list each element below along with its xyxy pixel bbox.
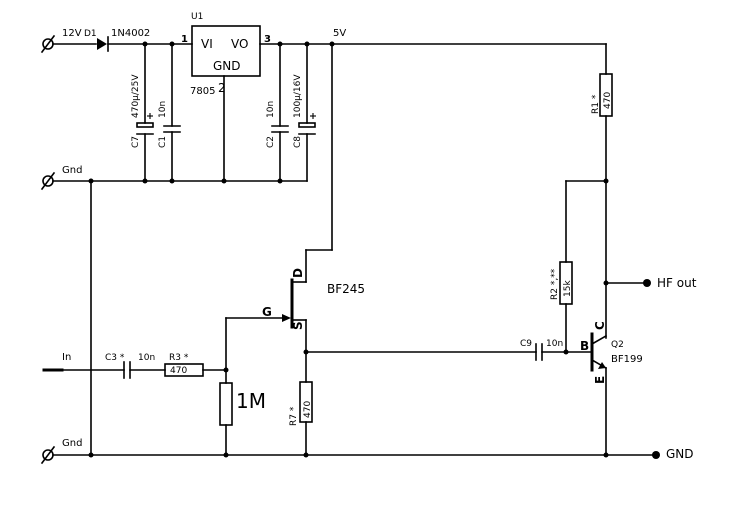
label-12v: 12V xyxy=(62,28,82,39)
label-r7-value: 470 xyxy=(303,401,313,418)
regulator-u1 xyxy=(191,25,261,77)
label-c2-value: 10n xyxy=(266,101,276,118)
label-c3-ref: C3 * xyxy=(105,353,125,363)
label-c3-value: 10n xyxy=(138,353,155,363)
label-r2-value: 15k xyxy=(563,280,573,297)
label-jfet-s: S xyxy=(291,321,305,330)
label-c9-ref: C9 xyxy=(520,339,532,349)
transistor-q2 xyxy=(590,332,608,372)
label-q2-c: C xyxy=(593,321,607,330)
label-gnd-right: GND xyxy=(666,447,694,461)
label-u1-vi: VI xyxy=(201,37,213,51)
label-jfet-part: BF245 xyxy=(327,282,365,296)
label-rg-value: 1M xyxy=(236,389,266,413)
junction xyxy=(221,178,227,184)
label-r7-ref: R7 * xyxy=(289,406,299,426)
capacitor-c1 xyxy=(163,43,181,182)
label-u1-ref: U1 xyxy=(191,12,203,22)
junction xyxy=(223,452,229,458)
label-c2-ref: C2 xyxy=(266,136,276,148)
diode-d1 xyxy=(97,36,109,52)
capacitor-c8 xyxy=(298,43,316,182)
label-q2-e: E xyxy=(593,376,607,384)
label-gnd-bottom: Gnd xyxy=(62,438,82,449)
label-gnd-top: Gnd xyxy=(62,165,82,176)
junction xyxy=(142,178,148,184)
label-c9-value: 10n xyxy=(546,339,563,349)
label-q2-part: BF199 xyxy=(611,354,643,365)
terminal-hf-out xyxy=(643,279,651,287)
label-r1-ref: R1 * xyxy=(591,94,601,114)
label-q2-ref: Q2 xyxy=(611,340,624,350)
junction xyxy=(303,452,309,458)
label-u1-pin1: 1 xyxy=(181,34,188,45)
label-r2-ref: R2 *,** xyxy=(550,268,560,300)
label-u1-vo: VO xyxy=(231,37,248,51)
capacitor-c7 xyxy=(136,43,154,182)
label-r3-ref: R3 * xyxy=(169,353,189,363)
label-c8-ref: C8 xyxy=(293,136,303,148)
junction xyxy=(169,178,175,184)
label-r1-value: 470 xyxy=(603,92,613,109)
label-d1-ref: D1 xyxy=(84,29,97,39)
label-hf-out: HF out xyxy=(657,276,697,290)
terminal-gnd-out xyxy=(652,451,660,459)
label-u1-gnd: GND xyxy=(213,59,241,73)
label-in: In xyxy=(62,352,71,363)
label-d1-value: 1N4002 xyxy=(111,28,150,39)
label-5v: 5V xyxy=(333,28,346,39)
label-jfet-d: D xyxy=(291,268,305,278)
label-c1-ref: C1 xyxy=(158,136,168,148)
jfet-bf245 xyxy=(225,249,307,353)
label-u1-part: 7805 xyxy=(190,86,215,97)
resistor-rg xyxy=(219,382,233,426)
label-c8-value: 100µ/16V xyxy=(293,74,303,118)
capacitor-c2 xyxy=(271,43,289,182)
capacitor-c9 xyxy=(535,343,543,361)
label-jfet-g: G xyxy=(262,305,272,319)
label-u1-pin3: 3 xyxy=(264,34,271,45)
junction xyxy=(88,452,94,458)
capacitor-c3 xyxy=(123,361,131,379)
label-c7-ref: C7 xyxy=(131,136,141,148)
label-u1-pin2: 2 xyxy=(218,81,226,95)
label-r3-value: 470 xyxy=(170,366,187,376)
junction xyxy=(277,178,283,184)
label-c1-value: 10n xyxy=(158,101,168,118)
label-c7-value: 470µ/25V xyxy=(131,74,141,118)
label-q2-b: B xyxy=(580,339,589,353)
